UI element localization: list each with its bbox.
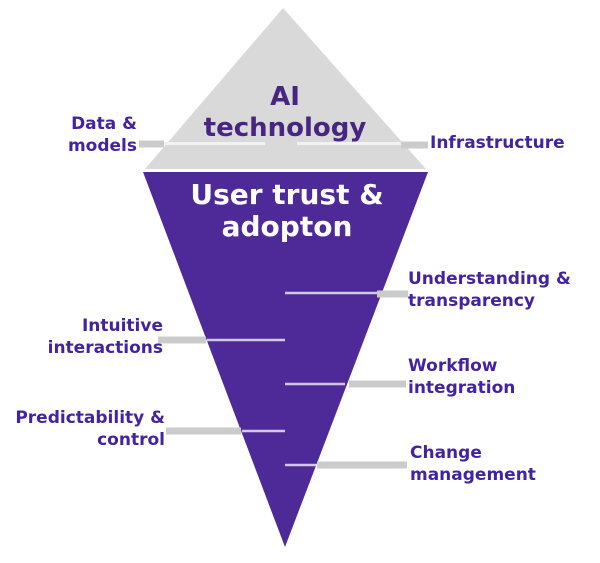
label-workflow-integration: Workflow integration (408, 356, 516, 398)
lower-triangle-shape (143, 172, 428, 547)
label-change-management: Change management (410, 443, 536, 485)
label-predictability-control: Predictability & control (15, 408, 165, 450)
label-infrastructure: Infrastructure (430, 133, 565, 153)
label-data-models: Data & models (67, 114, 137, 156)
bottom-section-title: User trust & adopton (190, 178, 384, 243)
top-section-title: AI technology (203, 82, 367, 143)
label-understanding-transparency: Understanding & transparency (408, 269, 571, 311)
label-intuitive-interactions: Intuitive interactions (47, 316, 163, 358)
upper-triangle-shape (145, 8, 426, 169)
